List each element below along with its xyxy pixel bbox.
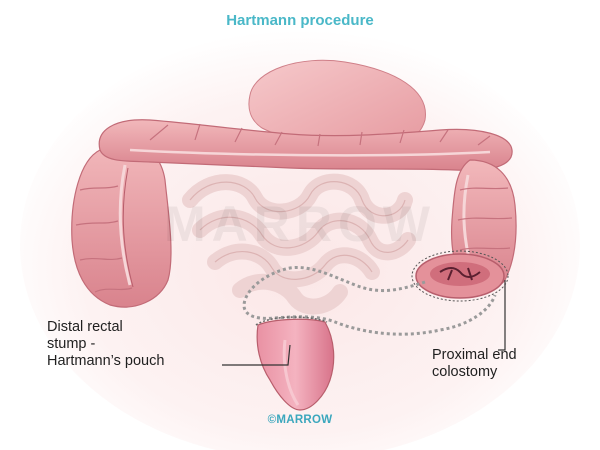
leader-line-left (222, 344, 291, 366)
label-line: colostomy (432, 364, 498, 380)
colostomy-stoma (411, 250, 509, 302)
brand-name: MARROW (276, 414, 333, 426)
ascending-colon (71, 141, 172, 308)
credit-logo: ©MARROW (0, 414, 600, 426)
label-line: Proximal end (432, 347, 517, 363)
label-colostomy: Proximal end colostomy (432, 347, 517, 381)
label-line: Distal rectal (47, 319, 123, 335)
rectal-stump (255, 316, 335, 411)
copyright-symbol: © (267, 414, 277, 426)
label-hartmann-pouch: Distal rectal stump - Hartmann’s pouch (47, 319, 164, 370)
transverse-colon (98, 119, 513, 171)
label-line: stump - (47, 336, 96, 352)
leader-line-right (498, 280, 506, 351)
label-line: Hartmann’s pouch (47, 353, 165, 369)
diagram-title: Hartmann procedure (226, 12, 374, 29)
